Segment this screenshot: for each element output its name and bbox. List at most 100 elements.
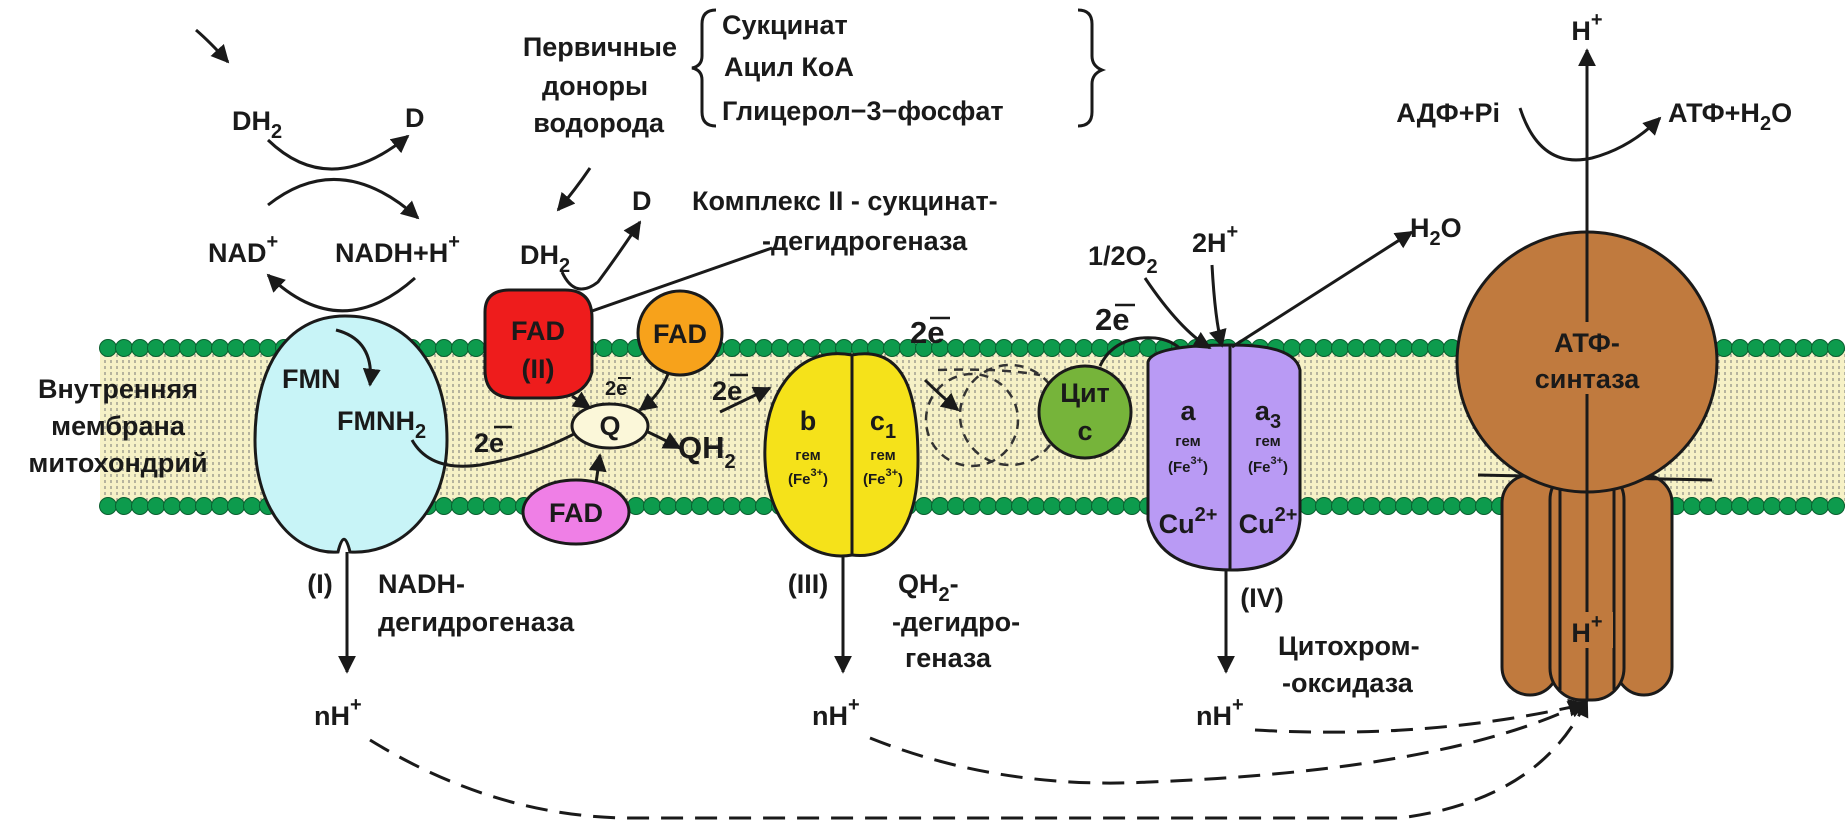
fad-complex2: FAD (II) <box>485 290 592 398</box>
membrane-bead <box>996 340 1013 357</box>
two-h-label: 2H+ <box>1192 221 1238 258</box>
complex4-a: a <box>1180 396 1196 426</box>
membrane-bead <box>932 498 949 515</box>
membrane-bead <box>1748 340 1765 357</box>
dh2-to-d-arrow <box>268 136 408 169</box>
membrane-bead <box>612 340 629 357</box>
cyt-c-line1: Цит <box>1060 378 1110 408</box>
membrane-bead <box>1332 498 1349 515</box>
fad-pink: FAD <box>523 480 629 544</box>
complex3-heme-b: гем <box>795 447 821 464</box>
donors-heading-3: водорода <box>533 108 665 138</box>
membrane-bead <box>676 498 693 515</box>
membrane-bead <box>452 498 469 515</box>
proton-return-complex4 <box>1255 704 1585 732</box>
membrane-bead <box>1684 498 1701 515</box>
membrane-bead <box>1428 340 1445 357</box>
membrane-bead <box>500 498 517 515</box>
membrane-bead <box>148 498 165 515</box>
membrane-bead <box>1364 340 1381 357</box>
membrane-bead <box>1108 498 1125 515</box>
membrane-bead <box>1700 498 1717 515</box>
membrane-bead <box>1732 340 1749 357</box>
proton-return-complex1 <box>370 700 1587 818</box>
membrane-label-line1: Внутренняя <box>38 374 198 404</box>
complex2-label-line1: Комплекс II - сукцинат- <box>692 186 998 216</box>
nad-to-nadh-arrow <box>268 179 418 218</box>
membrane-bead <box>436 498 453 515</box>
fad-pink-label: FAD <box>549 498 603 528</box>
complex2-label-line2: -дегидрогеназа <box>762 226 968 256</box>
membrane-bead <box>660 498 677 515</box>
donors-heading-2: доноры <box>542 71 648 101</box>
membrane-bead <box>1076 498 1093 515</box>
two-e-label-3: 2e <box>712 376 742 406</box>
nh-label-complex3: nH+ <box>812 694 860 731</box>
membrane-bead <box>1380 340 1397 357</box>
fad-orange: FAD <box>638 291 722 375</box>
complex4-name-line2: -оксидаза <box>1282 668 1414 698</box>
fmn-label: FMN <box>282 364 340 394</box>
h2o-label: H2O <box>1410 213 1462 250</box>
membrane-bead <box>1764 498 1781 515</box>
two-e-label-5: 2e <box>1095 302 1129 337</box>
donor-item-2: Ацил КоА <box>724 52 854 82</box>
atp-synthase-name-line2: синтаза <box>1535 364 1641 394</box>
membrane-bead <box>116 498 133 515</box>
membrane-bead <box>1300 340 1317 357</box>
membrane-bead <box>1028 340 1045 357</box>
membrane-bead <box>948 498 965 515</box>
membrane-bead <box>1828 340 1845 357</box>
donor-item-1: Сукцинат <box>722 10 848 40</box>
membrane-bead <box>1828 498 1845 515</box>
membrane-bead <box>884 340 901 357</box>
membrane-bead <box>1044 340 1061 357</box>
membrane-bead <box>1316 340 1333 357</box>
complex4-name-line1: Цитохром- <box>1278 631 1420 661</box>
h2o-out-arrow <box>1232 232 1412 347</box>
fad-red-label: FAD <box>511 316 565 346</box>
membrane-bead <box>740 498 757 515</box>
membrane-bead <box>1780 340 1797 357</box>
membrane-bead <box>1044 498 1061 515</box>
membrane-bead <box>724 498 741 515</box>
membrane-bead <box>916 498 933 515</box>
membrane-bead <box>1028 498 1045 515</box>
membrane-bead <box>468 340 485 357</box>
complex4-heme-a: гем <box>1175 433 1201 450</box>
membrane-bead <box>1060 498 1077 515</box>
membrane-bead <box>196 340 213 357</box>
membrane-bead <box>484 498 501 515</box>
membrane-bead <box>244 340 261 357</box>
two-h-in-arrow <box>1212 265 1222 346</box>
membrane-bead <box>212 498 229 515</box>
membrane-bead <box>1348 498 1365 515</box>
membrane-bead <box>756 340 773 357</box>
membrane-bead <box>212 340 229 357</box>
membrane-bead <box>708 498 725 515</box>
membrane-bead <box>1812 498 1829 515</box>
half-o2-label: 1/2O2 <box>1088 241 1158 278</box>
membrane-bead <box>756 498 773 515</box>
membrane-bead <box>1300 498 1317 515</box>
nh-label-complex1: nH+ <box>314 694 362 731</box>
complex3-name-line2: -дегидро- <box>892 607 1020 637</box>
membrane-bead <box>228 498 245 515</box>
complex3-roman: (III) <box>788 569 829 599</box>
membrane-bead <box>948 340 965 357</box>
nadh-reaction: DH2 D NAD+ NADH+H+ <box>208 103 460 311</box>
membrane-bead <box>1412 498 1429 515</box>
membrane-bead <box>1716 498 1733 515</box>
atp-synthase-name-line1: АТФ- <box>1554 328 1620 358</box>
membrane-bead <box>1796 340 1813 357</box>
membrane-bead <box>196 498 213 515</box>
fad-red-roman: (II) <box>522 354 555 384</box>
complex4-roman: (IV) <box>1240 583 1284 613</box>
atp-synthase-h-top: H+ <box>1571 9 1602 46</box>
membrane-bead <box>1316 498 1333 515</box>
complex3-heme-c1: гем <box>870 447 896 464</box>
membrane-bead <box>180 340 197 357</box>
membrane-label: Внутренняя мембрана митохондрий <box>28 374 207 478</box>
donor-item-3: Глицерол−3−фосфат <box>722 96 1004 126</box>
